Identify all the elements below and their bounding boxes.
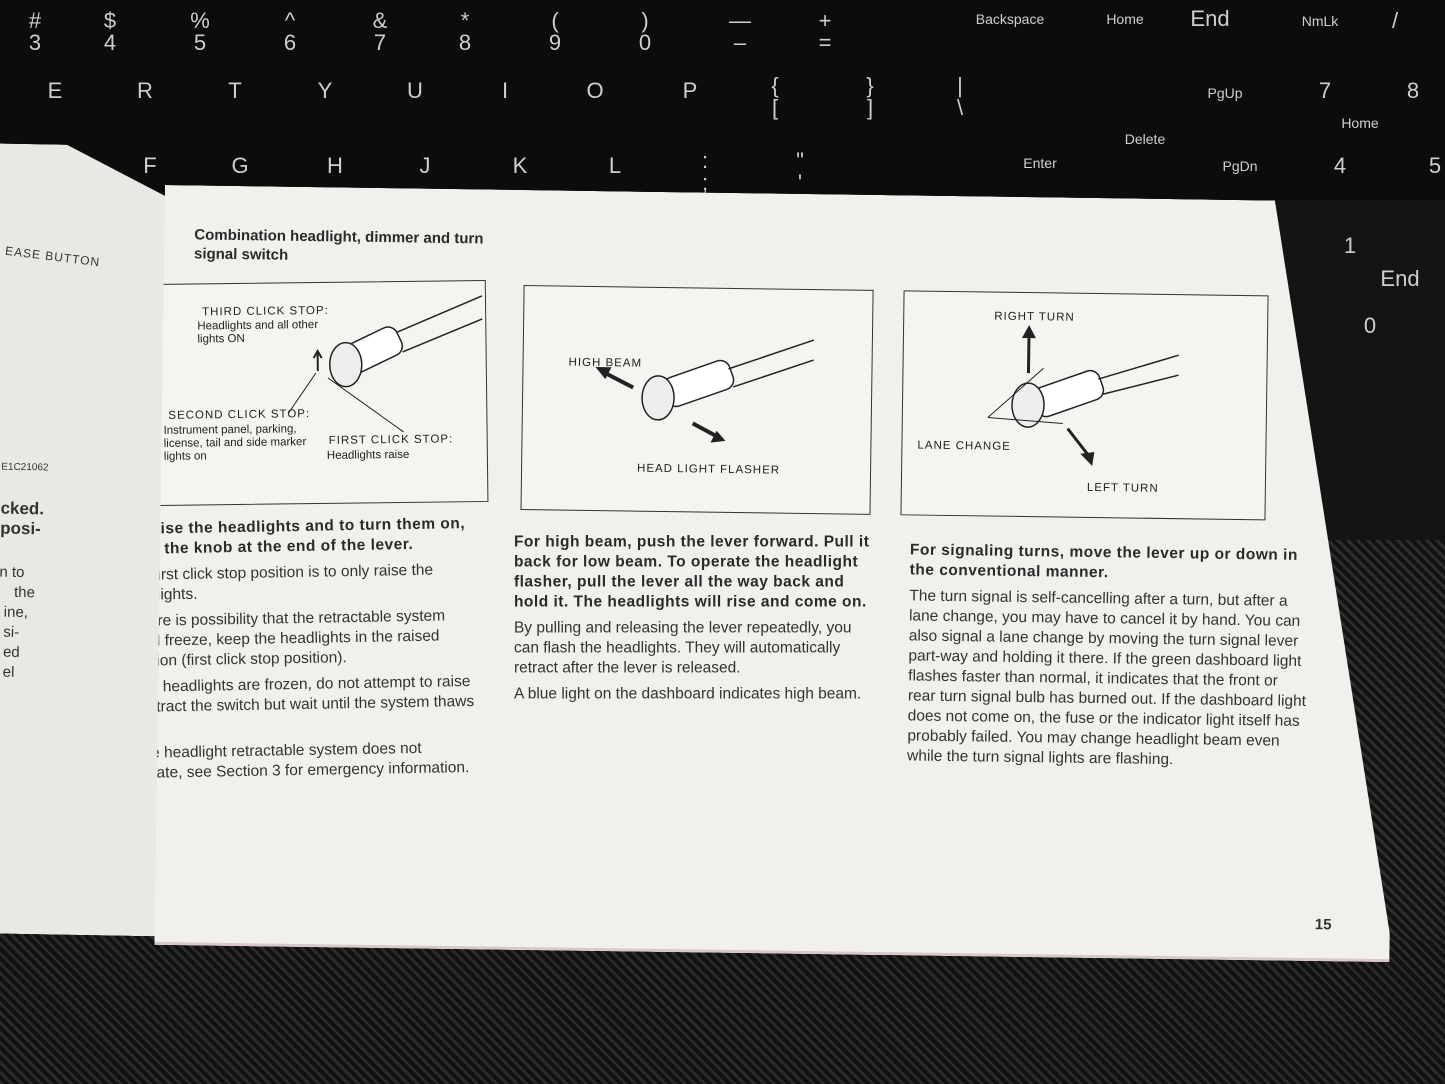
paragraph: A blue light on the dashboard indicates … — [513, 685, 862, 703]
diagram-turn-signal: RIGHT TURN LANE CHANGE LEFT TURN — [900, 290, 1268, 520]
paragraph: The turn signal is self-cancelling after… — [906, 587, 1307, 769]
keyboard-key[interactable]: : ; — [701, 148, 709, 195]
keyboard-key[interactable]: + = — [818, 8, 832, 55]
keyboard-key[interactable]: E — [47, 78, 63, 103]
keyboard-key[interactable]: # 3 — [28, 8, 42, 55]
page-number: 15 — [1314, 916, 1332, 934]
high-beam-label: HIGH BEAM — [568, 356, 643, 370]
lead-paragraph: For high beam, push the lever forward. P… — [513, 533, 870, 611]
keyboard-key[interactable]: | \ — [956, 73, 964, 120]
left-fragment: cked. — [0, 498, 45, 519]
keyboard-key[interactable]: PgDn — [1222, 158, 1258, 174]
keyboard-key[interactable]: End — [1380, 266, 1420, 291]
keyboard-key[interactable]: — – — [729, 8, 751, 55]
keyboard-key[interactable]: & 7 — [372, 8, 388, 55]
keyboard-key[interactable]: 5 — [1428, 153, 1442, 178]
keyboard-key[interactable]: ( 9 — [548, 8, 562, 55]
lead-paragraph: To raise the headlights and to turn them… — [121, 515, 466, 559]
keyboard-key[interactable]: T — [228, 78, 242, 103]
first-click-desc: Headlights raise — [326, 448, 410, 462]
keyboard-key[interactable]: / — [1391, 8, 1399, 33]
lever-knob-illustration — [137, 281, 490, 507]
keyboard-key[interactable]: H — [327, 153, 343, 178]
first-click-label: FIRST CLICK STOP: — [328, 433, 454, 447]
column-high-beam: For high beam, push the lever forward. P… — [514, 532, 874, 710]
keyboard-key[interactable]: ^ 6 — [283, 8, 297, 55]
keyboard-key[interactable]: U — [407, 78, 423, 103]
lever-beam-illustration — [521, 286, 874, 516]
keyboard-key[interactable]: Delete — [1124, 131, 1166, 147]
diagram-headlight-knob: THIRD CLICK STOP: Headlights and all oth… — [136, 280, 489, 506]
keyboard-key[interactable]: Backspace — [975, 11, 1045, 27]
left-fragment: the — [13, 583, 36, 602]
keyboard-key[interactable]: 1 — [1343, 233, 1357, 258]
keyboard-key[interactable]: } ] — [866, 73, 874, 120]
paragraph: The first click stop position is to only… — [121, 561, 434, 605]
column-headlights: To raise the headlights and to turn them… — [121, 514, 481, 790]
keyboard-key[interactable]: Home — [1106, 11, 1144, 27]
keyboard-key[interactable]: " ' — [796, 148, 804, 195]
keyboard-key[interactable]: 8 — [1406, 78, 1420, 103]
keyboard-key[interactable]: K — [512, 153, 528, 178]
manual-page: Combination headlight, dimmer and turn s… — [154, 185, 1399, 962]
keyboard-key[interactable]: PgUp — [1207, 85, 1243, 101]
paragraph: If there is possibility that the retract… — [122, 607, 446, 671]
keyboard-key[interactable]: L — [608, 153, 622, 178]
keyboard-key[interactable]: I — [501, 78, 509, 103]
keyboard-key[interactable]: 7 — [1318, 78, 1332, 103]
left-fragment: posi- — [0, 518, 41, 539]
keyboard-key[interactable]: Home — [1341, 115, 1379, 131]
paragraph: By pulling and releasing the lever repea… — [513, 619, 852, 677]
second-click-desc: Instrument panel, parking, license, tail… — [163, 423, 307, 463]
lever-turn-illustration — [901, 291, 1269, 521]
keyboard-key[interactable]: R — [137, 78, 153, 103]
keyboard-key[interactable]: ) 0 — [638, 8, 652, 55]
left-fragment: si- — [3, 623, 20, 641]
paragraph: If the headlight retractable system does… — [125, 739, 470, 783]
keyboard-key[interactable]: $ 4 — [103, 8, 117, 55]
section-heading: Combination headlight, dimmer and turn s… — [193, 226, 484, 264]
keyboard-key[interactable]: J — [419, 153, 431, 178]
lead-paragraph: For signaling turns, move the lever up o… — [909, 541, 1298, 582]
paragraph: If the headlights are frozen, do not att… — [142, 672, 475, 716]
head-light-flasher-label: HEAD LIGHT FLASHER — [637, 462, 781, 477]
keyboard-key[interactable]: O — [586, 78, 604, 103]
keyboard-key[interactable]: End — [1190, 6, 1230, 31]
left-fragment: el — [2, 663, 15, 681]
left-fragment: E1C21062 — [1, 461, 49, 474]
keyboard-key[interactable]: { [ — [771, 73, 779, 120]
keyboard-key[interactable]: P — [682, 78, 698, 103]
third-click-label: THIRD CLICK STOP: — [202, 304, 329, 319]
second-click-label: SECOND CLICK STOP: — [168, 408, 311, 422]
right-turn-label: RIGHT TURN — [994, 310, 1075, 324]
column-turn-signal: For signaling turns, move the lever up o… — [907, 540, 1310, 778]
left-fragment: ed — [2, 643, 20, 661]
keyboard-key[interactable]: G — [231, 153, 249, 178]
keyboard-key[interactable]: NmLk — [1301, 13, 1339, 29]
third-click-desc: Headlights and all other lights ON — [197, 318, 319, 346]
diagram-high-beam: HIGH BEAM HEAD LIGHT FLASHER — [520, 285, 873, 515]
left-fragment: ine, — [3, 603, 29, 622]
keyboard-key[interactable]: % 5 — [190, 8, 210, 55]
keyboard-key[interactable]: F — [143, 153, 157, 178]
keyboard-key[interactable]: 0 — [1363, 313, 1377, 338]
keyboard-key[interactable]: Enter — [1023, 155, 1057, 171]
keyboard-key[interactable]: * 8 — [458, 8, 472, 55]
keyboard-key[interactable]: 4 — [1333, 153, 1347, 178]
left-fragment: EASE BUTTON — [4, 243, 101, 270]
keyboard-key[interactable]: Y — [317, 78, 333, 103]
left-fragment: n to — [0, 563, 25, 582]
lane-change-label: LANE CHANGE — [917, 439, 1011, 453]
left-turn-label: LEFT TURN — [1086, 481, 1159, 495]
